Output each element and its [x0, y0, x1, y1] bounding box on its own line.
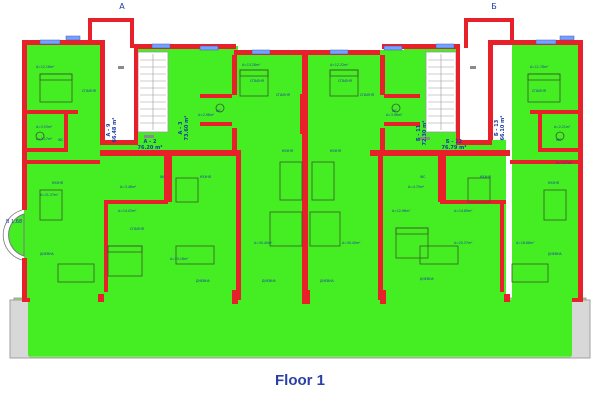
apt-b13-id: Б - 13 [494, 119, 500, 136]
furniture [35, 69, 567, 283]
section-b-label: Б [491, 2, 497, 11]
room-area: A=30.40m² [254, 241, 273, 245]
apt-b11-area: 72.30 m² [422, 121, 428, 146]
room-label: СПАЛНЯ [250, 79, 264, 83]
room-label: КУХНЯ [330, 149, 341, 153]
apt-a2-area: 76.20 m² [138, 145, 163, 151]
room-label: WC [160, 175, 166, 179]
apt-b12-area: 76.79 m² [442, 145, 467, 151]
room-label: WC [58, 138, 64, 142]
room-area: A=31.37m² [40, 193, 59, 197]
apt-a9-id: А - 9 [106, 123, 112, 136]
floor-caption: Floor 1 [274, 372, 325, 389]
room-label: ДНЕВНА [40, 252, 54, 256]
apt-a3-id: А - 3 [178, 121, 184, 134]
room-area: A=20.18m² [170, 257, 189, 261]
balcony-label: В 1,68 [6, 219, 22, 225]
room-area: A=12.96m² [392, 209, 411, 213]
room-area: A=18.88m² [516, 241, 535, 245]
room-area: A=30.40m² [342, 241, 361, 245]
room-area: A=3.17m² [36, 137, 53, 141]
apt-b11-id: Б - 11 [416, 124, 422, 141]
room-label: WC [556, 138, 562, 142]
room-label: WC [392, 109, 398, 113]
room-label: СПАЛНЯ [82, 89, 96, 93]
room-name-labels: СПАЛНЯ СПАЛНЯ СПАЛНЯ СПАЛНЯ СПАЛНЯ СПАЛН… [40, 79, 562, 283]
room-label: СПАЛНЯ [276, 93, 290, 97]
apt-a3-area: 73.60 m² [184, 116, 190, 141]
room-area: A=3.96m² [386, 113, 403, 117]
dim-ticks [118, 66, 476, 140]
room-area: A=4.70m² [408, 185, 425, 189]
room-label: СПАЛНЯ [338, 79, 352, 83]
room-area: A=12.16m² [36, 65, 55, 69]
staircase-b [425, 40, 490, 140]
room-label: ДНЕВНА [196, 279, 210, 283]
room-label: WC [420, 175, 426, 179]
apartment-labels: А - 9 66.48 m² А - 3 73.60 m² А - 2 76.2… [106, 116, 506, 151]
room-area: A=13.28m² [242, 63, 261, 67]
section-a-label: А [119, 2, 125, 11]
terrace-left [9, 299, 31, 359]
room-area: A=3.48m² [120, 185, 137, 189]
room-label: КУХНЯ [548, 181, 559, 185]
room-area: A=20.37m² [454, 241, 473, 245]
room-area: A=3.27m² [556, 161, 573, 165]
room-area: A=14.02m² [118, 209, 137, 213]
room-label: КУХНЯ [282, 149, 293, 153]
balcony-left [2, 209, 25, 261]
room-label: СПАЛНЯ [360, 93, 374, 97]
room-label: КУХНЯ [52, 181, 63, 185]
room-label: КУХНЯ [200, 175, 211, 179]
terrace-right [569, 299, 591, 359]
room-area: A=12.32m² [330, 63, 349, 67]
room-label: WC [216, 109, 222, 113]
room-area: A=14.89m² [454, 209, 473, 213]
room-label: СПАЛНЯ [130, 227, 144, 231]
apt-b13-area: 66.10 m² [500, 116, 506, 141]
room-label: ДНЕВНА [420, 277, 434, 281]
room-label: СПАЛНЯ [532, 89, 546, 93]
room-label: КУХНЯ [480, 175, 491, 179]
room-area: A=2.98m² [198, 113, 215, 117]
room-label: ДНЕВНА [320, 279, 334, 283]
apt-a9-area: 66.48 m² [112, 118, 118, 143]
room-area: A=11.78m² [530, 65, 549, 69]
apt-a2-id: А - 2 [144, 139, 157, 145]
window-marks [39, 35, 575, 55]
room-label: ДНЕВНА [262, 279, 276, 283]
room-area: A=3.53m² [36, 125, 53, 129]
room-label: ДНЕВНА [548, 252, 562, 256]
room-area-labels: A=12.16m² A=13.28m² A=12.32m² A=11.78m² … [36, 63, 573, 261]
staircase-a [104, 40, 169, 140]
room-area: A=2.21m² [554, 125, 571, 129]
apt-b12-id: Б - 12 [446, 139, 463, 145]
